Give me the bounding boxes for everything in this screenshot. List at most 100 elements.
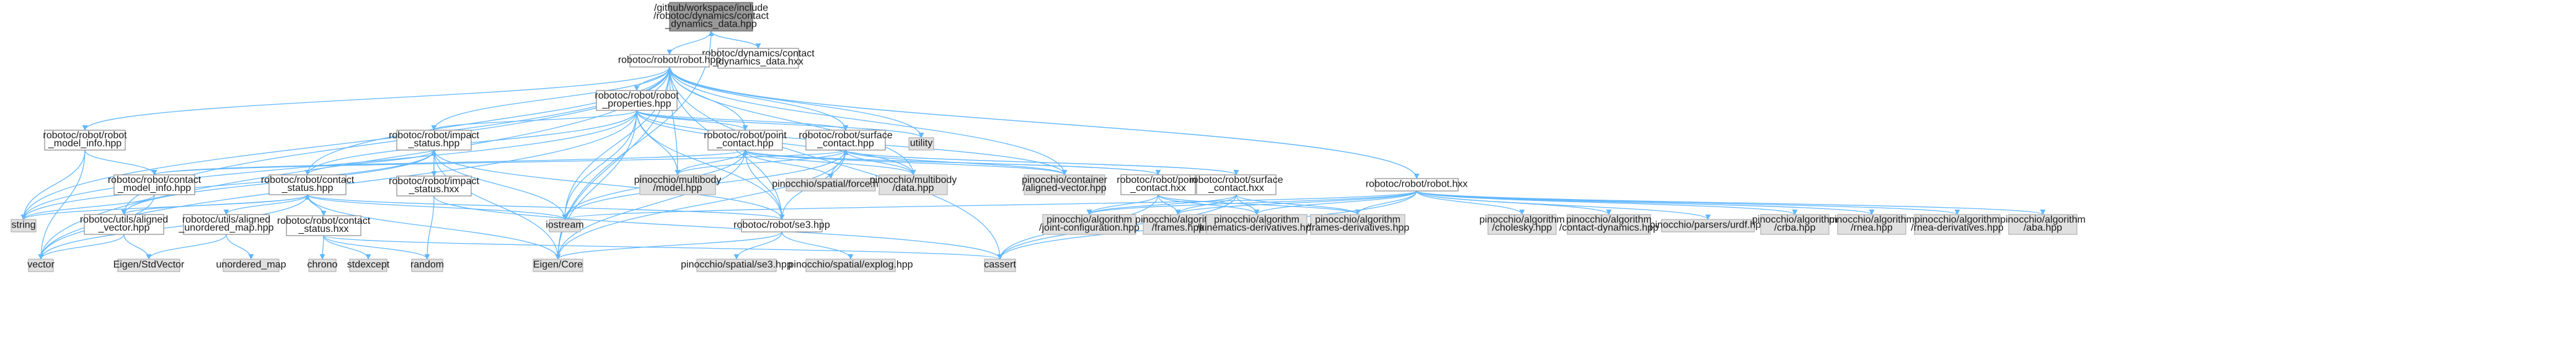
node-label: _unordered_map.hpp xyxy=(178,223,273,233)
edge-robot-props-to-utility xyxy=(636,110,924,138)
node-box xyxy=(596,90,678,111)
node-label: random xyxy=(410,260,444,270)
node-label: /rnea-derivatives.hpp xyxy=(1911,223,2004,233)
node-eigen-core: Eigen/Core xyxy=(533,259,583,272)
node-label: /robotoc/dynamics/contact xyxy=(653,11,769,22)
edge-robot-props-to-point-contact xyxy=(636,110,748,131)
edge-se3-to-eigen-core xyxy=(555,231,782,260)
node-aligned-map[interactable]: robotoc/utils/aligned_unordered_map.hpp xyxy=(178,214,274,235)
node-stdexcept: stdexcept xyxy=(347,259,390,272)
node-impact-status[interactable]: robotoc/robot/impact_status.hpp xyxy=(389,130,479,151)
node-box xyxy=(223,259,280,272)
node-point-contact-hxx[interactable]: robotoc/robot/point_contact.hxx xyxy=(1117,174,1200,195)
node-label: robotoc/robot/surface xyxy=(1189,175,1283,185)
node-label: /contact-dynamics.hpp xyxy=(1559,223,1658,233)
edge-robot-hpp-to-utility xyxy=(669,66,924,138)
node-label: pinocchio/algorithm xyxy=(1479,215,1565,225)
node-string: string xyxy=(11,219,37,233)
node-box xyxy=(28,259,54,272)
node-label: _vector.hpp xyxy=(98,223,150,233)
node-robot-hxx[interactable]: robotoc/robot/robot.hxx xyxy=(1366,178,1468,192)
node-contact-status-hxx[interactable]: robotoc/robot/contact_status.hxx xyxy=(277,215,371,236)
edge-robot-props-to-impact-status xyxy=(431,110,637,131)
edge-surface-contact-hxx-to-surface-contact xyxy=(843,149,1237,175)
node-label: _contact.hxx xyxy=(1130,183,1186,193)
node-unordered-map: unordered_map xyxy=(216,259,286,272)
node-impact-status-hxx[interactable]: robotoc/robot/impact_status.hxx xyxy=(389,175,479,197)
node-label: iostream xyxy=(546,220,583,231)
edge-model-info-to-string xyxy=(20,149,86,220)
node-chrono: chrono xyxy=(308,259,338,272)
edge-robot-hpp-to-pin-data xyxy=(669,66,916,175)
node-label: pinocchio/algorithm xyxy=(1914,215,2000,225)
node-eigen-stdvector: Eigen/StdVector xyxy=(113,259,185,272)
edge-robot-props-to-eigen-core xyxy=(555,110,637,260)
node-label: vector xyxy=(27,260,55,270)
node-pin-cholesky: pinocchio/algorithm/cholesky.hpp xyxy=(1479,214,1565,235)
edge-robot-props-to-pin-model xyxy=(636,110,681,175)
edge-robot-hpp-to-pin-model xyxy=(669,66,681,175)
node-contact-status[interactable]: robotoc/robot/contact_status.hpp xyxy=(261,174,355,195)
node-label: robotoc/robot/surface xyxy=(799,130,892,141)
edge-se3-to-pin-explog xyxy=(781,231,854,260)
node-label: _contact.hpp xyxy=(716,138,774,149)
node-surface-contact-hxx[interactable]: robotoc/robot/surface_contact.hxx xyxy=(1189,174,1283,195)
edge-impact-status-to-eigen-core xyxy=(433,149,561,260)
edge-robot-props-to-iostream xyxy=(562,110,637,220)
node-aligned-vector[interactable]: robotoc/utils/aligned_vector.hpp xyxy=(80,214,168,235)
node-label: pinocchio/multibody xyxy=(634,175,722,185)
node-point-contact[interactable]: robotoc/robot/point_contact.hpp xyxy=(704,130,787,151)
edge-model-info-to-vector xyxy=(38,149,86,260)
node-box xyxy=(84,214,164,235)
node-pin-kinder: pinocchio/algorithm/kinematics-derivativ… xyxy=(1197,214,1317,235)
node-root[interactable]: /github/workspace/include/robotoc/dynami… xyxy=(653,2,769,32)
node-robot-hpp[interactable]: robotoc/robot/robot.hpp xyxy=(618,54,721,68)
node-box xyxy=(308,259,337,272)
edge-robot-hpp-to-impact-status xyxy=(431,66,670,131)
node-box xyxy=(805,259,896,272)
edge-robot-hpp-to-surface-contact xyxy=(669,66,849,131)
edge-contact-status-hxx-to-random xyxy=(323,235,430,260)
node-se3[interactable]: robotoc/robot/se3.hpp xyxy=(733,219,830,233)
node-model-info[interactable]: robotoc/robot/robot_model_info.hpp xyxy=(43,130,127,151)
node-robot-props[interactable]: robotoc/robot/robot_properties.hpp xyxy=(595,90,679,111)
node-box xyxy=(629,54,710,68)
edge-point-contact-to-se3 xyxy=(745,149,785,220)
node-pin-rneader: pinocchio/algorithm/rnea-derivatives.hpp xyxy=(1911,214,2004,235)
node-vector: vector xyxy=(27,259,55,272)
node-box xyxy=(717,48,799,69)
node-utility: utility xyxy=(908,137,934,151)
node-surface-contact[interactable]: robotoc/robot/surface_contact.hpp xyxy=(799,130,893,151)
edge-robot-hxx-to-pin-rnea xyxy=(1416,190,1875,215)
node-label: string xyxy=(11,220,35,231)
node-box xyxy=(1310,214,1405,235)
node-pin-jointcfg: pinocchio/algorithm/joint-configuration.… xyxy=(1039,214,1140,235)
node-label: pinocchio/algorithm xyxy=(1047,215,1132,225)
edge-cddh-to-root xyxy=(708,30,759,49)
node-box xyxy=(2008,214,2078,235)
node-pin-model: pinocchio/multibody/model.hpp xyxy=(634,174,722,195)
edge-contact-status-to-aligned-map xyxy=(223,194,308,215)
edge-contact-status-hxx-to-stdexcept xyxy=(323,235,371,260)
edge-point-contact-to-pin-data xyxy=(745,149,916,175)
node-cddh[interactable]: robotoc/dynamics/contact_dynamics_data.h… xyxy=(702,48,815,69)
node-label: pinocchio/spatial/force.hpp xyxy=(772,179,890,190)
node-label: pinocchio/algorithm xyxy=(1214,215,1299,225)
edge-contact-status-to-iostream xyxy=(307,194,568,220)
node-label: pinocchio/algorithm xyxy=(1566,215,1652,225)
node-box xyxy=(1914,214,2001,235)
node-label: Eigen/StdVector xyxy=(113,260,185,270)
node-label: _contact.hxx xyxy=(1208,183,1264,193)
node-label: _status.hxx xyxy=(298,224,349,234)
edge-robot-hpp-to-model-info xyxy=(82,66,670,131)
node-label: robotoc/robot/contact xyxy=(108,175,201,185)
node-label: /github/workspace/include xyxy=(654,3,768,14)
node-box xyxy=(984,259,1016,272)
node-box xyxy=(117,259,180,272)
edge-robot-hxx-to-pin-crba xyxy=(1416,190,1798,215)
edge-robot-hxx-to-pin-frames xyxy=(1175,190,1417,215)
node-contact-model-info[interactable]: robotoc/robot/contact_model_info.hpp xyxy=(108,174,201,195)
node-box xyxy=(549,219,581,233)
edge-point-contact-hxx-to-pin-jointcfg xyxy=(1086,194,1159,215)
